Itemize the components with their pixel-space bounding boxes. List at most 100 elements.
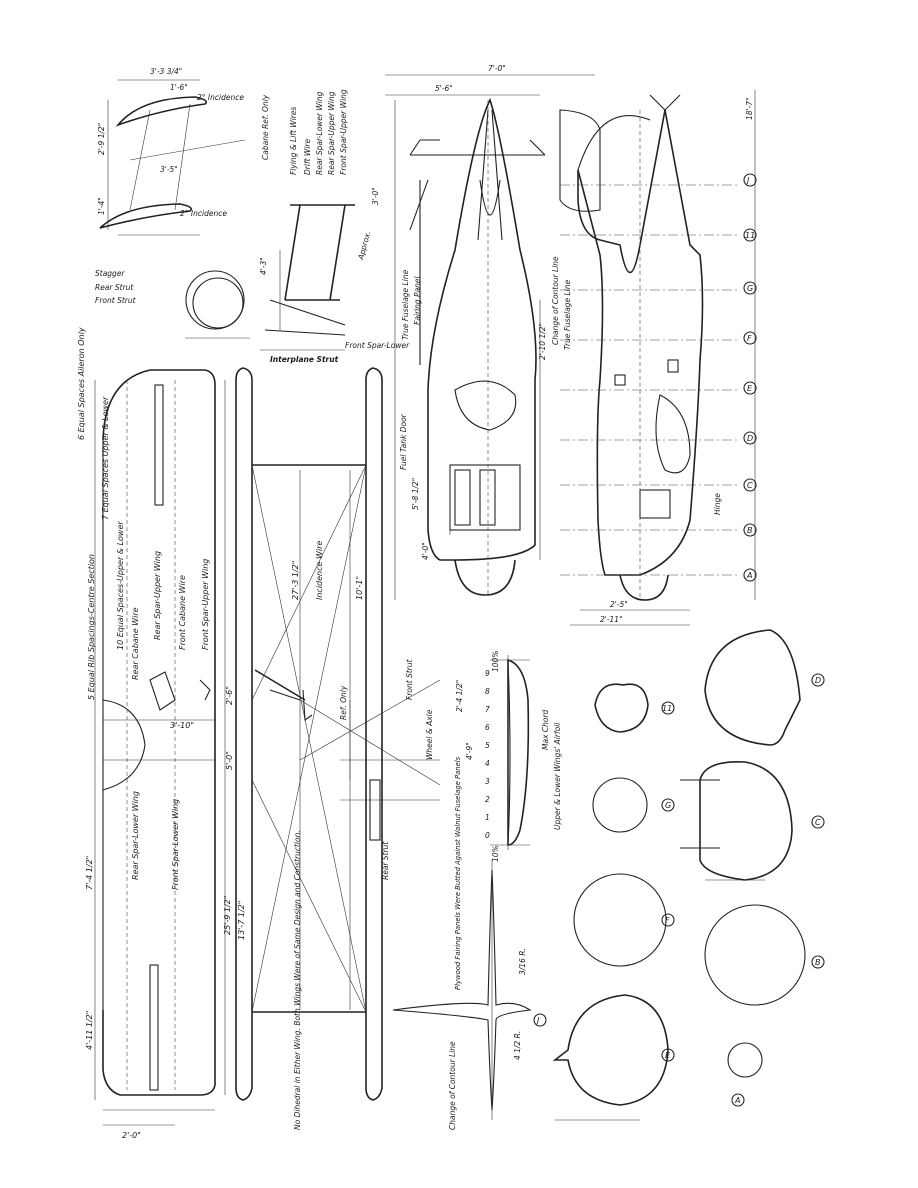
airfoil-station-4: 4: [485, 759, 490, 768]
section-label-a: A: [734, 1096, 740, 1105]
station-b: B: [747, 526, 753, 535]
label-rear-spar-upper-s: Rear Spar-Upper Wing: [327, 91, 336, 175]
label-rear-cabane-wire: Rear Cabane Wire: [131, 607, 140, 680]
label-front-strut: Front Strut: [95, 296, 137, 305]
section-label-e: E: [665, 1051, 671, 1060]
fuselage-plan-view: [385, 74, 595, 600]
dim-root-chord: 7'-4 1/2": [85, 856, 94, 890]
label-flying-lift: Flying & Lift Wires: [289, 107, 298, 175]
label-front-cabane-wire: Front Cabane Wire: [178, 575, 187, 650]
label-cabane: Cabane Ref. Only: [261, 94, 270, 160]
airfoil-labels: Upper & Lower Wings' Airfoil Max Chord 1…: [485, 651, 562, 862]
label-rear-strut-gear: Rear Strut: [381, 841, 390, 880]
airfoil-station-2: 2: [485, 795, 490, 804]
label-front-spar-lower: Front Spar-Lower Wing: [171, 799, 180, 890]
dim-strut-4-3: 4'-3": [259, 257, 268, 275]
label-front-spar-lower-strut: Front Spar-Lower: [345, 341, 410, 350]
dim-section-2-9: 2'-9 1/2": [97, 123, 106, 155]
station-d: D: [747, 434, 753, 443]
tail-labels: Plywood Fairing Panels Were Butted Again…: [448, 756, 527, 1130]
fuselage-side-view: [559, 90, 756, 626]
airfoil-station-7: 7: [485, 705, 490, 714]
cross-sections: [552, 629, 806, 1121]
label-rear-strut: Rear Strut: [95, 283, 134, 292]
airfoil-percent-top: 100%: [491, 651, 500, 672]
fuselage-plan-labels: 7'-0" 5'-6" True Fuselage Line Fairing P…: [399, 64, 547, 560]
airfoil-max-chord: Max Chord: [541, 709, 550, 750]
dim-fuselage-overall: 7'-0": [488, 64, 506, 73]
dim-gear-4-9: 4'-9": [465, 742, 474, 760]
label-rear-spar-lower-s: Rear Spar-Lower Wing: [315, 91, 324, 175]
dim-fuselage-2-10: 2'-10 1/2": [538, 323, 547, 360]
label-front-spar-upper: Front Spar-Upper Wing: [201, 559, 210, 650]
dim-span-half: 27'-3 1/2": [291, 561, 300, 600]
airfoil-percent-bottom: 10%: [491, 845, 500, 862]
wing-plan-view: [94, 367, 383, 1126]
title-interplane-strut: Interplane Strut: [270, 355, 339, 364]
airfoil-station-9: 9: [485, 669, 490, 678]
section-label-g: G: [665, 801, 671, 810]
dim-section-1-6: 1'-6": [170, 83, 188, 92]
label-rear-spar-upper: Rear Spar-Upper Wing: [153, 551, 162, 640]
landing-gear-labels: Front Strut Wheel & Axle Ref. Only Rear …: [339, 658, 474, 880]
airfoil-station-8: 8: [485, 687, 490, 696]
dim-tip-width: 2'-0": [122, 1131, 141, 1140]
label-rear-spar-lower: Rear Spar-Lower Wing: [131, 791, 140, 880]
dim-section-3-3: 3'-3 3/4": [150, 67, 182, 76]
dim-10-1: 10'-1": [355, 576, 364, 600]
label-front-strut-gear: Front Strut: [405, 658, 414, 700]
label-stagger: Stagger: [95, 269, 125, 278]
label-radius-2: 4 1/2 R.: [513, 1031, 522, 1060]
airfoil-station-0: 0: [485, 831, 490, 840]
label-front-spar-upper-s: Front Spar-Upper Wing: [339, 89, 348, 175]
dim-fuselage-4-0: 4'-0": [421, 542, 430, 560]
label-fairing-panel: Fairing Panel: [413, 275, 422, 325]
dim-tip-chord: 4'-11 1/2": [85, 1011, 94, 1050]
dim-overall: 25'-9 1/2": [223, 896, 232, 935]
label-fuel-tank-door: Fuel Tank Door: [399, 413, 408, 470]
dim-5-0: 5'-0": [225, 751, 234, 770]
dim-centre-gap: 2'-6": [225, 686, 234, 705]
fuselage-side-labels: Change of Contour Line True Fuselage Lin…: [551, 97, 754, 624]
section-label-f: F: [665, 916, 670, 925]
dim-section-1-4: 1'-4": [97, 197, 106, 215]
dim-fuselage-5-8: 5'-8 1/2": [411, 478, 420, 510]
label-drift-wire: Drift Wire: [303, 139, 312, 175]
section-label-d: D: [815, 676, 821, 685]
label-incidence-wire: Incidence Wire: [315, 541, 324, 600]
label-change-contour: Change of Contour Line: [551, 256, 560, 345]
airfoil-station-6: 6: [485, 723, 490, 732]
dim-centre: 3'-10": [170, 721, 194, 730]
dim-gear-2-4: 2'-4 1/2": [455, 680, 464, 712]
section-label-b: B: [815, 958, 821, 967]
interplane-strut-view: [260, 204, 355, 351]
station-1: J: [745, 176, 750, 185]
dim-section-3-5: 3'-5": [160, 165, 178, 174]
label-radius-1: 3/16 R.: [518, 948, 527, 975]
wing-plan-labels: 5 Equal Rib Spacings-Centre Section 10 E…: [77, 327, 364, 1140]
label-change-contour-tail: Change of Contour Line: [448, 1041, 457, 1130]
airfoil-view: [490, 655, 530, 850]
label-approx: Approx.: [356, 230, 372, 261]
section-label-h: 11: [662, 704, 672, 713]
station-f: F: [747, 334, 752, 343]
label-hinge: Hinge: [713, 493, 722, 515]
wing-section-labels: 2° Incidence 2° Incidence Stagger Rear S…: [95, 67, 348, 305]
wing-section-view: [99, 79, 250, 339]
label-equal-spaces-7: 7 Equal Spaces Upper & Lower: [101, 396, 110, 520]
airfoil-station-3: 3: [485, 777, 490, 786]
section-label-j: J: [535, 1016, 540, 1025]
station-e: E: [747, 384, 753, 393]
dim-side-18-7: 18'-7": [745, 97, 754, 120]
dim-strut-3-0: 3'-0": [371, 187, 380, 205]
label-rib-spacing: 5 Equal Rib Spacings-Centre Section: [87, 554, 96, 700]
dim-13-7: 13'-7 1/2": [237, 901, 246, 940]
note-plywood-fairing: Plywood Fairing Panels Were Butted Again…: [454, 756, 462, 990]
tail-cross-section: [392, 860, 532, 1120]
station-markers: J 11 G F E D C B A: [743, 173, 757, 582]
station-11: 11: [745, 231, 755, 240]
label-incidence-lower: 2° Incidence: [180, 209, 227, 218]
dim-side-2-11: 2'-11": [600, 615, 623, 624]
section-letter-markers: 11 G F E D C B A J: [533, 673, 825, 1107]
